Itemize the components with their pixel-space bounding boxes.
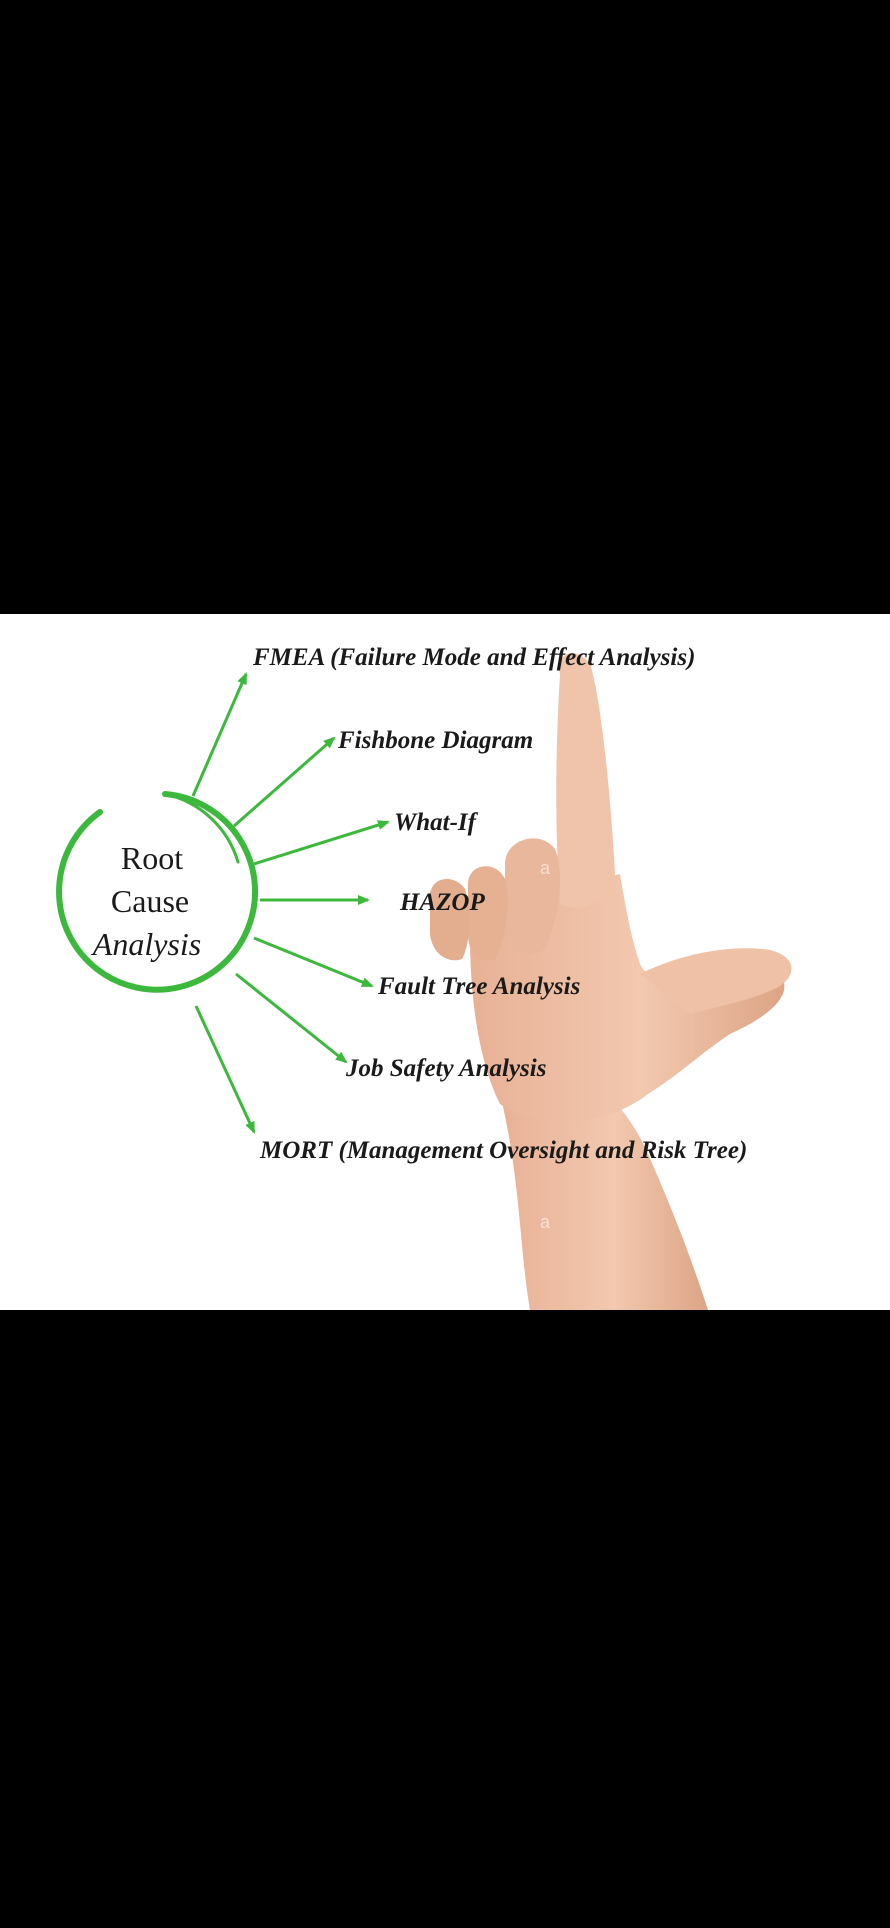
method-labels: FMEA (Failure Mode and Effect Analysis) … (252, 644, 747, 1164)
root-cause-analysis-image: a a Root Cause Analysis (0, 614, 890, 1310)
watermark-text: a (540, 1212, 551, 1232)
curled-finger-2 (468, 866, 508, 962)
watermark-text: a (540, 858, 551, 878)
arrows (191, 672, 390, 1134)
arrow-fault-tree (253, 936, 374, 988)
arrow-fishbone (233, 736, 336, 828)
method-label-what-if: What-If (394, 809, 479, 836)
center-circle-ring (163, 792, 240, 864)
arrow-job-safety (235, 972, 348, 1064)
center-node: Root Cause Analysis (56, 791, 259, 993)
index-finger (556, 653, 615, 908)
thumb (640, 948, 792, 1014)
method-label-fishbone: Fishbone Diagram (337, 727, 533, 754)
method-label-fault-tree: Fault Tree Analysis (377, 973, 580, 1000)
arrow-what-if (253, 820, 390, 866)
arrow-fmea (191, 672, 248, 797)
diagram: a a Root Cause Analysis (56, 644, 792, 1310)
wrist (500, 1084, 708, 1310)
center-label-line-2: Cause (111, 883, 189, 919)
center-label-line-1: Root (121, 840, 183, 876)
center-label-line-3: Analysis (91, 926, 201, 962)
method-label-job-safety: Job Safety Analysis (345, 1055, 546, 1082)
center-circle (56, 791, 259, 993)
method-label-fmea: FMEA (Failure Mode and Effect Analysis) (252, 644, 695, 671)
method-label-mort: MORT (Management Oversight and Risk Tree… (259, 1137, 747, 1164)
method-label-hazop: HAZOP (399, 889, 485, 916)
curled-finger-3 (430, 878, 470, 961)
arrow-mort (194, 1005, 256, 1134)
curled-finger-1 (505, 838, 561, 954)
hand-illustration: a a (430, 653, 792, 1310)
